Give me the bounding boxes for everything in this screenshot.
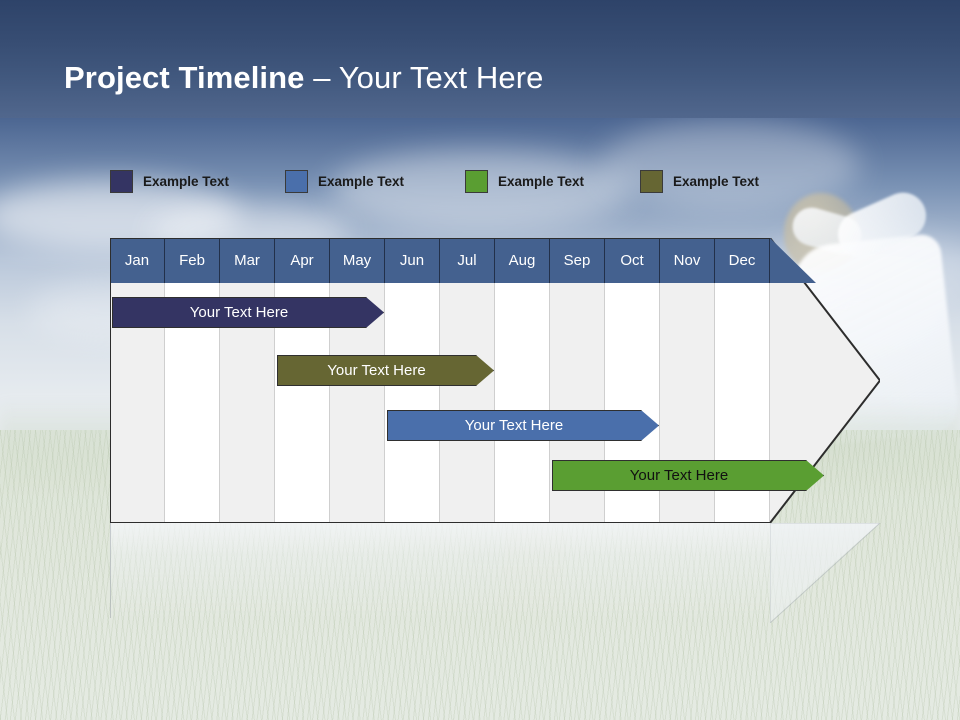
page-title-separator: –: [304, 60, 339, 95]
month-header-aug[interactable]: Aug: [495, 238, 550, 283]
legend-label: Example Text: [673, 173, 760, 189]
legend-label: Example Text: [498, 173, 585, 189]
page-title-light: Your Text Here: [338, 60, 544, 95]
legend-swatch-icon: [640, 169, 663, 193]
legend-item-4[interactable]: Example Text: [640, 168, 759, 194]
legend-label: Example Text: [318, 173, 405, 189]
task-bar-label: Your Text Here: [327, 362, 426, 379]
month-header-nov[interactable]: Nov: [660, 238, 715, 283]
page-title-bold: Project Timeline: [64, 60, 305, 95]
month-column: [165, 238, 220, 523]
legend: Example Text Example Text Example Text Exam…: [110, 168, 830, 194]
month-column: [495, 238, 550, 523]
task-bar-1[interactable]: Your Text Here: [112, 297, 384, 328]
month-header-mar[interactable]: Mar: [220, 238, 275, 283]
month-header-feb[interactable]: Feb: [165, 238, 220, 283]
legend-swatch-icon: [110, 169, 133, 193]
title-banner: [0, 0, 960, 118]
legend-swatch-icon: [285, 169, 308, 193]
header-arrow-corner: [770, 238, 816, 283]
legend-item-2[interactable]: Example Text: [285, 168, 404, 194]
month-header-jan[interactable]: Jan: [110, 238, 165, 283]
legend-item-3[interactable]: Example Text: [465, 168, 584, 194]
task-bar-4[interactable]: Your Text Here: [552, 460, 824, 491]
month-column: [220, 238, 275, 523]
task-bar-3[interactable]: Your Text Here: [387, 410, 659, 441]
month-header-oct[interactable]: Oct: [605, 238, 660, 283]
month-column: [110, 238, 165, 523]
month-header-apr[interactable]: Apr: [275, 238, 330, 283]
table-reflection: [110, 523, 880, 618]
page-title: Project Timeline – Your Text Here: [64, 60, 543, 96]
month-header-dec[interactable]: Dec: [715, 238, 770, 283]
legend-swatch-icon: [465, 169, 488, 193]
month-header-may[interactable]: May: [330, 238, 385, 283]
month-header-jun[interactable]: Jun: [385, 238, 440, 283]
task-bar-label: Your Text Here: [189, 304, 289, 321]
task-bar-2[interactable]: Your Text Here: [277, 355, 494, 386]
legend-item-1[interactable]: Example Text: [110, 168, 229, 194]
task-bar-label: Your Text Here: [464, 417, 564, 434]
month-header-sep[interactable]: Sep: [550, 238, 605, 283]
task-bar-label: Your Text Here: [629, 467, 729, 484]
legend-label: Example Text: [143, 173, 230, 189]
month-header-jul[interactable]: Jul: [440, 238, 495, 283]
reflection-edge-icon: [770, 523, 881, 623]
